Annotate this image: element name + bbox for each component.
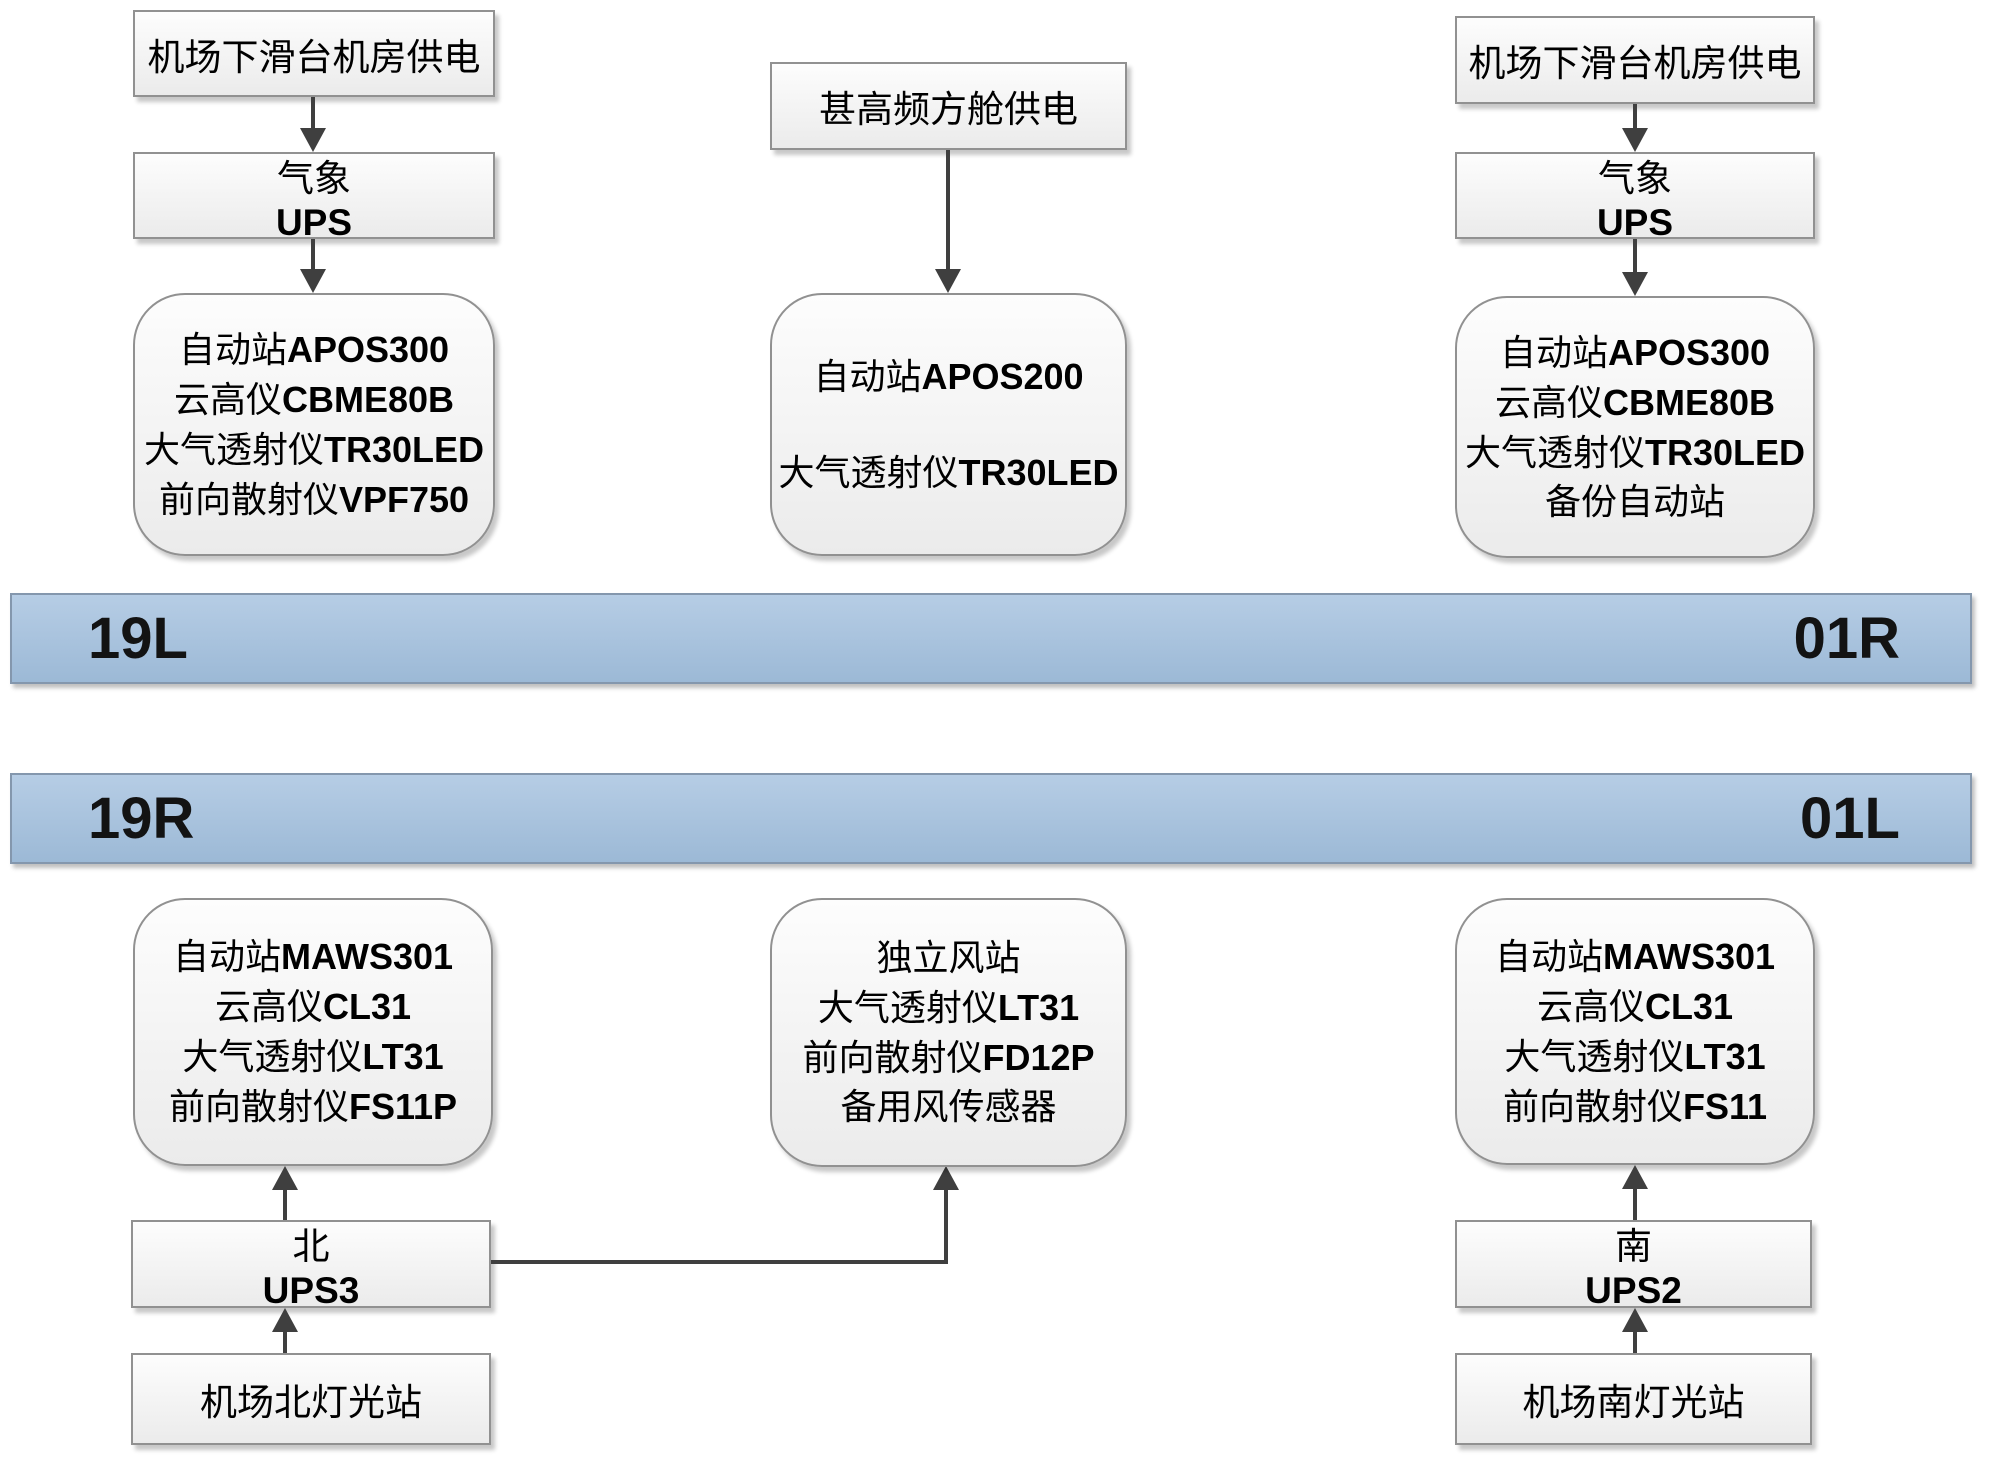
top-center-station-box: 自动站APOS200 大气透射仪TR30LED: [770, 293, 1127, 556]
station-equipment-line: 大气透射仪TR30LED: [778, 451, 1119, 493]
station-equipment-line: 前向散射仪FS11P: [168, 1086, 458, 1127]
top-right-source-box: 机场下滑台机房供电: [1455, 16, 1815, 104]
station-equipment-line: 备用风传感器: [840, 1086, 1057, 1127]
arrow-stem: [1633, 1328, 1637, 1353]
station-equipment-line: 自动站MAWS301: [1494, 935, 1776, 977]
runway-bar-19r-01l: 19R 01L: [10, 773, 1972, 864]
top-center-source-box: 甚高频方舱供电: [770, 62, 1127, 150]
station-equipment-line: 前向散射仪VPF750: [158, 478, 470, 520]
runway-label-01r: 01R: [1793, 606, 1900, 671]
station-equipment-line: 大气透射仪LT31: [182, 1036, 444, 1077]
arrow-stem: [283, 1328, 287, 1353]
arrow-up-connector: [1622, 1165, 1648, 1220]
station-equipment-line: 云高仪CL31: [214, 986, 412, 1027]
bottom-right-station-box: 自动站MAWS301 云高仪CL31 大气透射仪LT31 前向散射仪FS11: [1455, 898, 1815, 1165]
arrow-down-connector: [300, 97, 326, 152]
runway-label-19r: 19R: [88, 786, 195, 851]
bottom-center-station-box: 独立风站大气透射仪LT31 前向散射仪FD12P 备用风传感器: [770, 898, 1127, 1167]
arrow-down-connector: [300, 239, 326, 293]
station-equipment-line: 前向散射仪FD12P: [802, 1036, 1095, 1078]
station-equipment-line: 云高仪CL31: [1536, 985, 1734, 1027]
top-left-station-box: 自动站APOS300 云高仪CBME80B 大气透射仪TR30LED 前向散射仪VPF…: [133, 293, 495, 556]
arrow-up-connector: [1622, 1308, 1648, 1353]
arrow-stem: [946, 150, 950, 273]
bottom-left-station-box: 自动站MAWS301 云高仪CL31 大气透射仪LT31 前向散射仪FS11P: [133, 898, 493, 1166]
arrow-down-connector: [935, 150, 961, 293]
station-equipment-line: 大气透射仪LT31: [817, 986, 1080, 1028]
station-equipment-line: 大气透射仪TR30LED: [1464, 431, 1806, 473]
station-equipment-line: 备份自动站: [1544, 481, 1725, 522]
station-equipment-line: 独立风站: [876, 937, 1021, 978]
station-equipment-line: 自动站APOS300: [1499, 331, 1771, 373]
arrow-down-connector: [1622, 104, 1648, 152]
arrow-down-icon: [300, 128, 326, 152]
runway-label-01l: 01L: [1800, 786, 1900, 851]
station-equipment-line: 云高仪CBME80B: [173, 378, 455, 420]
arrow-stem: [1633, 1185, 1637, 1220]
arrow-down-icon: [300, 269, 326, 293]
elbow-connector-horizontal: [491, 1260, 948, 1264]
arrow-stem: [1633, 104, 1637, 132]
station-equipment-line: 自动站MAWS301: [172, 936, 454, 977]
arrow-stem: [944, 1186, 948, 1264]
runway-label-19l: 19L: [88, 606, 188, 671]
top-right-station-box: 自动站APOS300 云高仪CBME80B 大气透射仪TR30LED 备份自动站: [1455, 296, 1815, 558]
arrow-up-connector-wind-station: [933, 1166, 959, 1264]
station-equipment-line: 前向散射仪FS11: [1502, 1085, 1768, 1127]
top-left-source-box: 机场下滑台机房供电: [133, 10, 495, 97]
arrow-down-icon: [1622, 272, 1648, 296]
station-equipment-line: 自动站APOS300: [178, 328, 450, 370]
runway-bar-19l-01r: 19L 01R: [10, 593, 1972, 684]
arrow-down-connector: [1622, 239, 1648, 296]
bottom-left-source-box: 机场北灯光站: [131, 1353, 491, 1445]
arrow-down-icon: [1622, 128, 1648, 152]
arrow-down-icon: [935, 269, 961, 293]
station-equipment-line: 自动站APOS200: [813, 355, 1084, 397]
arrow-stem: [1633, 239, 1637, 276]
arrow-stem: [311, 239, 315, 273]
arrow-up-connector: [272, 1308, 298, 1353]
station-equipment-line: 云高仪CBME80B: [1494, 381, 1776, 423]
arrow-stem: [311, 97, 315, 132]
station-equipment-line: 大气透射仪TR30LED: [143, 428, 485, 470]
station-equipment-line: 大气透射仪LT31: [1504, 1035, 1766, 1077]
bottom-right-source-box: 机场南灯光站: [1455, 1353, 1812, 1445]
arrow-stem: [283, 1186, 287, 1220]
arrow-up-connector: [272, 1166, 298, 1220]
